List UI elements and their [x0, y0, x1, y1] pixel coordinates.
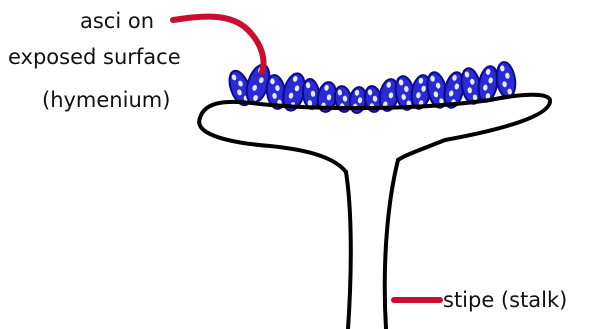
asci-leader-line [173, 17, 263, 72]
asci-label-line2: exposed surface [8, 45, 181, 69]
stipe-left-edge [346, 172, 351, 329]
asci-label-line1: asci on [80, 9, 154, 33]
ascus [495, 61, 518, 99]
stipe-label: stipe (stalk) [443, 288, 567, 312]
asci-label-line3: (hymenium) [42, 88, 170, 112]
ascus-body [495, 61, 518, 99]
cup-underside [199, 118, 346, 172]
stipe-right-edge [385, 160, 398, 329]
